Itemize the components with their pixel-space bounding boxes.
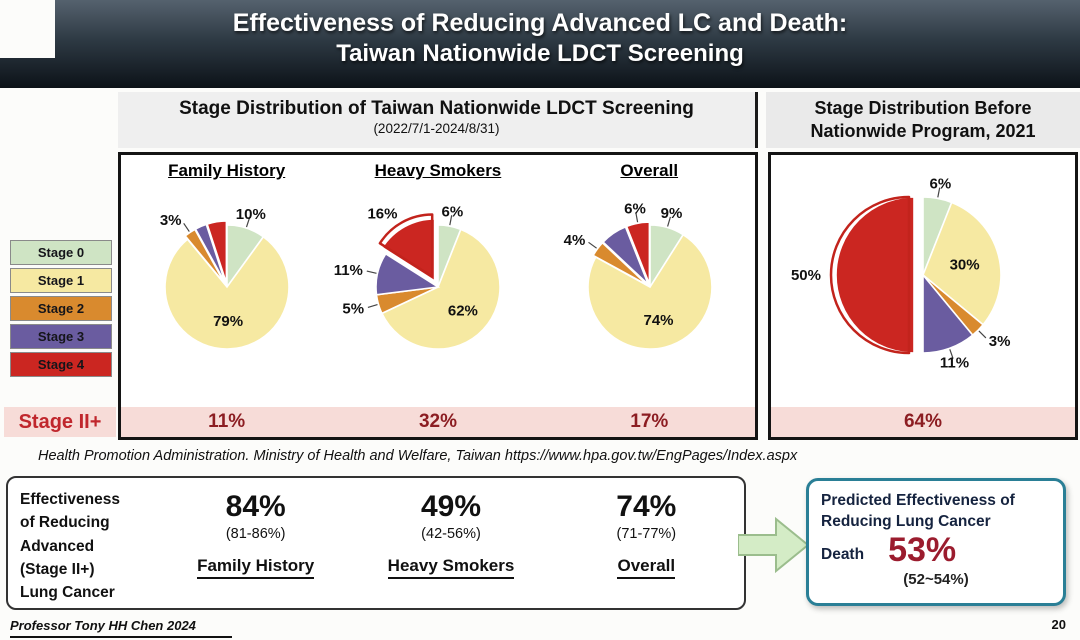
predicted-line3-prefix: Death	[821, 546, 865, 564]
left-section-title: Stage Distribution of Taiwan Nationwide …	[179, 98, 694, 119]
left-section-subtitle: (2022/7/1-2024/8/31)	[373, 121, 500, 136]
effectiveness-box: Effectiveness of Reducing Advanced (Stag…	[6, 476, 746, 610]
legend-item-stage-4: Stage 4	[10, 352, 112, 377]
left-section-header: Stage Distribution of Taiwan Nationwide …	[118, 92, 758, 148]
pie-title-heavy-smokers: Heavy Smokers	[374, 161, 502, 180]
legend-item-stage-0: Stage 0	[10, 240, 112, 265]
effectiveness-value: 49%	[420, 490, 482, 523]
effectiveness-col-overall: 74% (71-77%) Overall	[549, 478, 744, 608]
effectiveness-range: (81-86%)	[225, 526, 286, 542]
svg-text:79%: 79%	[213, 313, 243, 330]
stage2plus-strip-baseline: 64%	[771, 407, 1075, 437]
svg-text:6%: 6%	[930, 176, 952, 193]
predicted-value-row: Death 53%	[821, 530, 1051, 569]
pie-column-family-history: Family History 10% 79% 3%	[121, 155, 332, 396]
screening-chart-panel: Family History 10% 79% 3% Heavy Smokers 6%…	[118, 152, 758, 440]
legend-item-stage-1: Stage 1	[10, 268, 112, 293]
slide-title-line1: Effectiveness of Reducing Advanced LC an…	[232, 9, 848, 37]
legend-label: Stage 3	[37, 329, 85, 344]
svg-text:11%: 11%	[940, 355, 969, 372]
pie-row: Family History 10% 79% 3% Heavy Smokers 6%…	[121, 155, 755, 396]
effectiveness-heading-line: (Stage II+)	[20, 560, 95, 578]
effectiveness-value: 74%	[616, 490, 677, 523]
effectiveness-heading: Effectiveness of Reducing Advanced (Stag…	[8, 478, 158, 608]
effectiveness-heading-line: Advanced	[20, 537, 95, 555]
stage2plus-value-family-history: 11%	[208, 411, 246, 432]
legend-item-stage-3: Stage 3	[10, 324, 112, 349]
legend-label: Stage 4	[37, 357, 85, 372]
stage2plus-value-heavy-smokers: 32%	[418, 411, 457, 432]
pie-chart-heavy-smokers: 6% 62% 5% 11% 16%	[332, 181, 545, 396]
svg-text:50%: 50%	[791, 267, 821, 284]
pie-chart-overall: 9% 74% 4% 6%	[544, 181, 757, 396]
slide-title-bar: Effectiveness of Reducing Advanced LC an…	[0, 0, 1080, 88]
stage2plus-row-label: Stage II+	[4, 407, 116, 437]
baseline-chart-panel: 6% 30% 3% 11% 50% 64%	[768, 152, 1078, 440]
stage-legend: Stage 0 Stage 1 Stage 2 Stage 3 Stage 4	[10, 240, 112, 380]
citation: Health Promotion Administration. Ministr…	[38, 448, 798, 464]
svg-text:9%: 9%	[660, 205, 682, 222]
svg-text:3%: 3%	[989, 333, 1011, 350]
stage2plus-value-overall: 17%	[630, 411, 669, 432]
effectiveness-col-heavy-smokers: 49% (42-56%) Heavy Smokers	[353, 478, 548, 608]
predicted-line2: Reducing Lung Cancer	[821, 512, 991, 530]
effectiveness-value: 84%	[225, 490, 286, 523]
legend-item-stage-2: Stage 2	[10, 296, 112, 321]
pie-column-overall: Overall 9% 74% 4% 6%	[544, 155, 755, 396]
effectiveness-heading-line: of Reducing	[20, 514, 110, 532]
svg-text:5%: 5%	[343, 301, 365, 318]
legend-label: Stage 0	[37, 245, 85, 260]
slide-title-line2: Taiwan Nationwide LDCT Screening	[336, 40, 744, 67]
pie-chart-family-history: 10% 79% 3%	[121, 181, 334, 396]
svg-text:6%: 6%	[442, 203, 464, 220]
svg-text:30%: 30%	[950, 256, 980, 273]
right-section-header: Stage Distribution Before Nationwide Pro…	[766, 92, 1080, 148]
right-section-title-line1: Stage Distribution Before	[814, 98, 1032, 118]
predicted-value: 53%	[888, 530, 957, 569]
page-number: 20	[1051, 617, 1066, 632]
stage2plus-value-baseline: 64%	[903, 411, 943, 432]
pie-title-family-history: Family History	[168, 161, 286, 180]
legend-label: Stage 2	[37, 301, 85, 316]
svg-text:11%: 11%	[334, 262, 363, 279]
right-section-title-line2: Nationwide Program, 2021	[810, 121, 1036, 142]
svg-text:4%: 4%	[563, 232, 585, 249]
pie-title-overall: Overall	[620, 161, 679, 180]
svg-text:74%: 74%	[643, 312, 673, 329]
svg-text:16%: 16%	[368, 205, 398, 222]
legend-label: Stage 1	[37, 273, 85, 288]
pie-chart-2021-baseline: 6% 30% 3% 11% 50%	[773, 167, 1073, 394]
svg-text:3%: 3%	[160, 212, 182, 229]
stage2plus-strip: 11% 32% 17%	[121, 407, 755, 437]
predicted-effectiveness-box: Predicted Effectiveness of Reducing Lung…	[806, 478, 1066, 606]
effectiveness-range: (42-56%)	[421, 526, 481, 542]
effectiveness-range: (71-77%)	[616, 526, 677, 542]
effectiveness-label: Family History	[197, 556, 315, 579]
predicted-line1: Predicted Effectiveness of	[821, 492, 1015, 509]
svg-text:62%: 62%	[448, 302, 478, 319]
effectiveness-label: Heavy Smokers	[387, 556, 515, 579]
effectiveness-heading-line: Lung Cancer	[20, 584, 115, 601]
author-credit: Professor Tony HH Chen 2024	[10, 618, 232, 638]
effectiveness-label: Overall	[617, 556, 676, 579]
arrow-right-icon	[738, 516, 810, 574]
svg-text:10%: 10%	[236, 206, 266, 223]
effectiveness-heading-line: Effectiveness	[20, 491, 120, 508]
svg-text:6%: 6%	[624, 200, 646, 217]
pie-column-heavy-smokers: Heavy Smokers 6% 62% 5% 11% 16%	[332, 155, 543, 396]
effectiveness-col-family-history: 84% (81-86%) Family History	[158, 478, 353, 608]
predicted-range: (52~54%)	[903, 571, 969, 589]
